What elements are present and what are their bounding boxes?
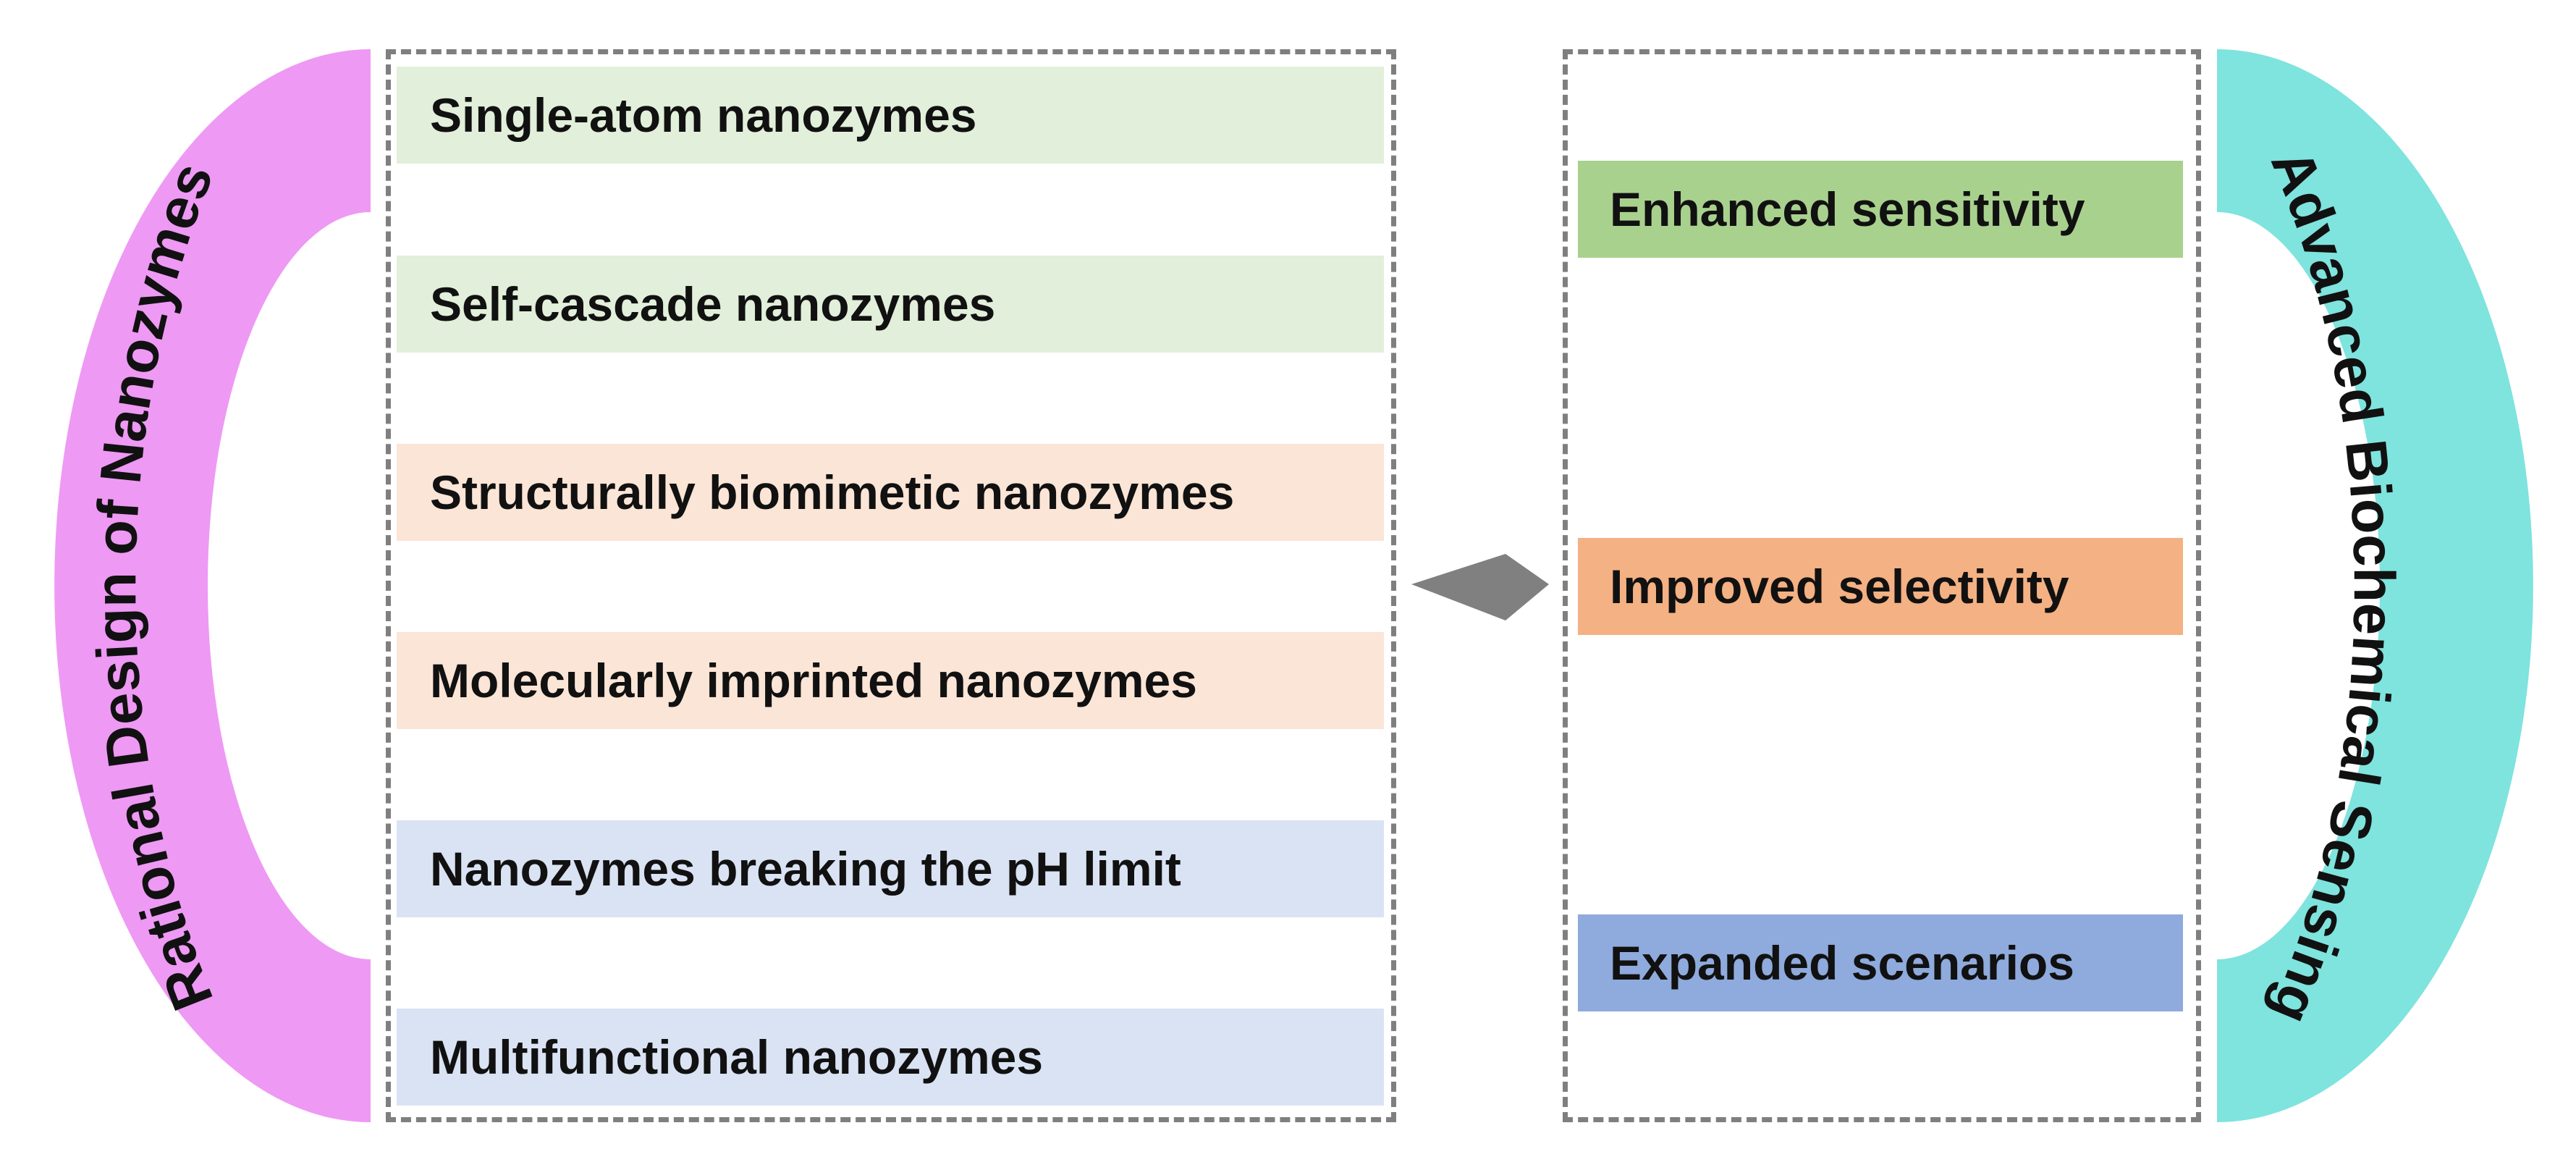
design-item-single-atom: Single-atom nanozymes [397,67,1384,164]
design-item-label: Structurally biomimetic nanozymes [430,466,1235,519]
right-arrow-icon [1411,554,1549,620]
outcome-label: Expanded scenarios [1610,936,2074,990]
outcome-enhanced-sensitivity: Enhanced sensitivity [1578,161,2183,258]
design-item-ph-limit: Nanozymes breaking the pH limit [397,820,1384,917]
design-item-label: Single-atom nanozymes [430,88,977,142]
design-item-label: Self-cascade nanozymes [430,277,996,331]
outcome-improved-selectivity: Improved selectivity [1578,538,2183,635]
design-item-molecularly-imprinted: Molecularly imprinted nanozymes [397,632,1384,729]
design-strategies-box [386,49,1396,1122]
outcome-label: Improved selectivity [1610,560,2069,613]
design-item-label: Molecularly imprinted nanozymes [430,654,1197,707]
design-item-label: Nanozymes breaking the pH limit [430,842,1181,896]
outcomes-box [1563,49,2201,1122]
outcome-label: Enhanced sensitivity [1610,182,2085,236]
design-item-structurally-biomimetic: Structurally biomimetic nanozymes [397,444,1384,541]
design-item-self-cascade: Self-cascade nanozymes [397,256,1384,353]
right-arc-band [2217,49,2533,1122]
design-item-multifunctional: Multifunctional nanozymes [397,1009,1384,1106]
outcome-expanded-scenarios: Expanded scenarios [1578,914,2183,1011]
left-arc-band [54,49,371,1122]
design-item-label: Multifunctional nanozymes [430,1030,1044,1084]
